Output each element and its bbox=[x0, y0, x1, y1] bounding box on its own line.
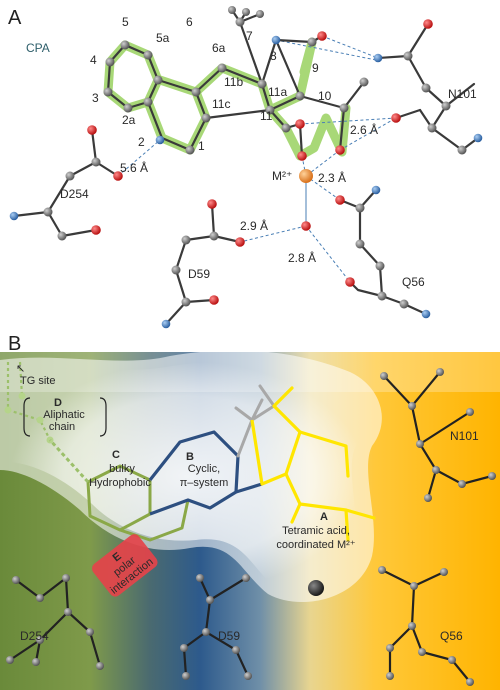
panel-b-residue-d254: D254 bbox=[20, 629, 49, 643]
region-c-line2: Hydrophobic bbox=[89, 477, 151, 489]
panel-b-residue-n101: N101 bbox=[450, 429, 479, 443]
region-d-line2: chain bbox=[49, 421, 75, 433]
arrow-icon: ↖ bbox=[16, 363, 25, 375]
atom-label-8: 8 bbox=[270, 49, 277, 63]
region-b-line2: π–system bbox=[180, 477, 229, 489]
panel-b-letter: B bbox=[8, 333, 21, 355]
dimethyl-group bbox=[234, 384, 277, 458]
atom-label-2a: 2a bbox=[122, 113, 136, 127]
atom-label-5a: 5a bbox=[156, 31, 170, 45]
distance-label-5: 2.8 Å bbox=[288, 250, 316, 265]
molecule-label: CPA bbox=[26, 41, 50, 55]
panel-a-letter: A bbox=[8, 7, 22, 29]
residue-label-n101: N101 bbox=[448, 87, 477, 101]
oxygen-atoms bbox=[87, 19, 433, 305]
region-b-letter: B bbox=[186, 451, 194, 463]
region-a-line2: coordinated M²⁺ bbox=[276, 539, 355, 551]
distance-label-4: 2.9 Å bbox=[240, 218, 268, 233]
region-d: D Aliphatic chain bbox=[23, 397, 107, 437]
distance-label-2: 2.6 Å bbox=[350, 122, 378, 137]
residue-label-d59: D59 bbox=[188, 267, 210, 281]
carbon-atoms bbox=[43, 6, 467, 309]
distance-label-3: 2.3 Å bbox=[318, 170, 346, 185]
atom-label-9: 9 bbox=[312, 61, 319, 75]
panel-b-residue-atoms bbox=[6, 368, 496, 686]
atom-label-11a: 11a bbox=[268, 85, 287, 99]
panel-b: B ↖ TG site D Aliphatic chain C bulky bbox=[0, 333, 500, 690]
atom-label-3: 3 bbox=[92, 91, 99, 105]
atom-label-11c: 11c bbox=[212, 97, 230, 111]
tg-site-chain bbox=[4, 361, 54, 444]
metal-sphere bbox=[308, 580, 324, 596]
atom-label-6: 6 bbox=[186, 15, 193, 29]
region-a-letter: A bbox=[320, 511, 328, 523]
region-d-letter: D bbox=[54, 397, 62, 409]
nitrogen-atoms bbox=[9, 35, 483, 329]
panel-b-residue-d59: D59 bbox=[218, 629, 240, 643]
atom-label-4: 4 bbox=[90, 53, 97, 67]
residue-label-d254: D254 bbox=[60, 187, 89, 201]
residue-d254 bbox=[12, 128, 120, 238]
atom-label-11b: 11b bbox=[224, 75, 243, 89]
atom-numbers: 1 2 2a 3 4 5 5a 6 6a 7 8 9 10 11 11a 11b… bbox=[90, 15, 332, 153]
residue-label-q56: Q56 bbox=[402, 275, 425, 289]
region-b-line1: Cyclic, bbox=[188, 463, 220, 475]
atom-label-10: 10 bbox=[318, 89, 332, 103]
region-c-line1: bulky bbox=[109, 463, 135, 475]
panel-b-residue-q56: Q56 bbox=[440, 629, 463, 643]
atom-label-11: 11 bbox=[260, 109, 273, 123]
atom-label-6a: 6a bbox=[212, 41, 226, 55]
atom-label-5: 5 bbox=[122, 15, 129, 29]
atom-label-2: 2 bbox=[138, 135, 145, 149]
ring-b bbox=[148, 430, 263, 516]
residue-d59 bbox=[164, 202, 242, 326]
panel-a: A CPA bbox=[8, 6, 483, 329]
region-d-line1: Aliphatic bbox=[43, 409, 85, 421]
atom-label-7: 7 bbox=[246, 29, 253, 43]
metal-ion bbox=[299, 169, 313, 183]
pocket-core bbox=[10, 361, 366, 592]
metal-label: M²⁺ bbox=[272, 169, 292, 183]
ring-a bbox=[250, 386, 376, 542]
region-c-letter: C bbox=[112, 449, 120, 461]
distance-label-1: 5.6 Å bbox=[120, 160, 148, 175]
region-a-line1: Tetramic acid, bbox=[282, 525, 350, 537]
atom-label-1: 1 bbox=[198, 139, 205, 153]
tg-site-label: TG site bbox=[20, 375, 55, 387]
